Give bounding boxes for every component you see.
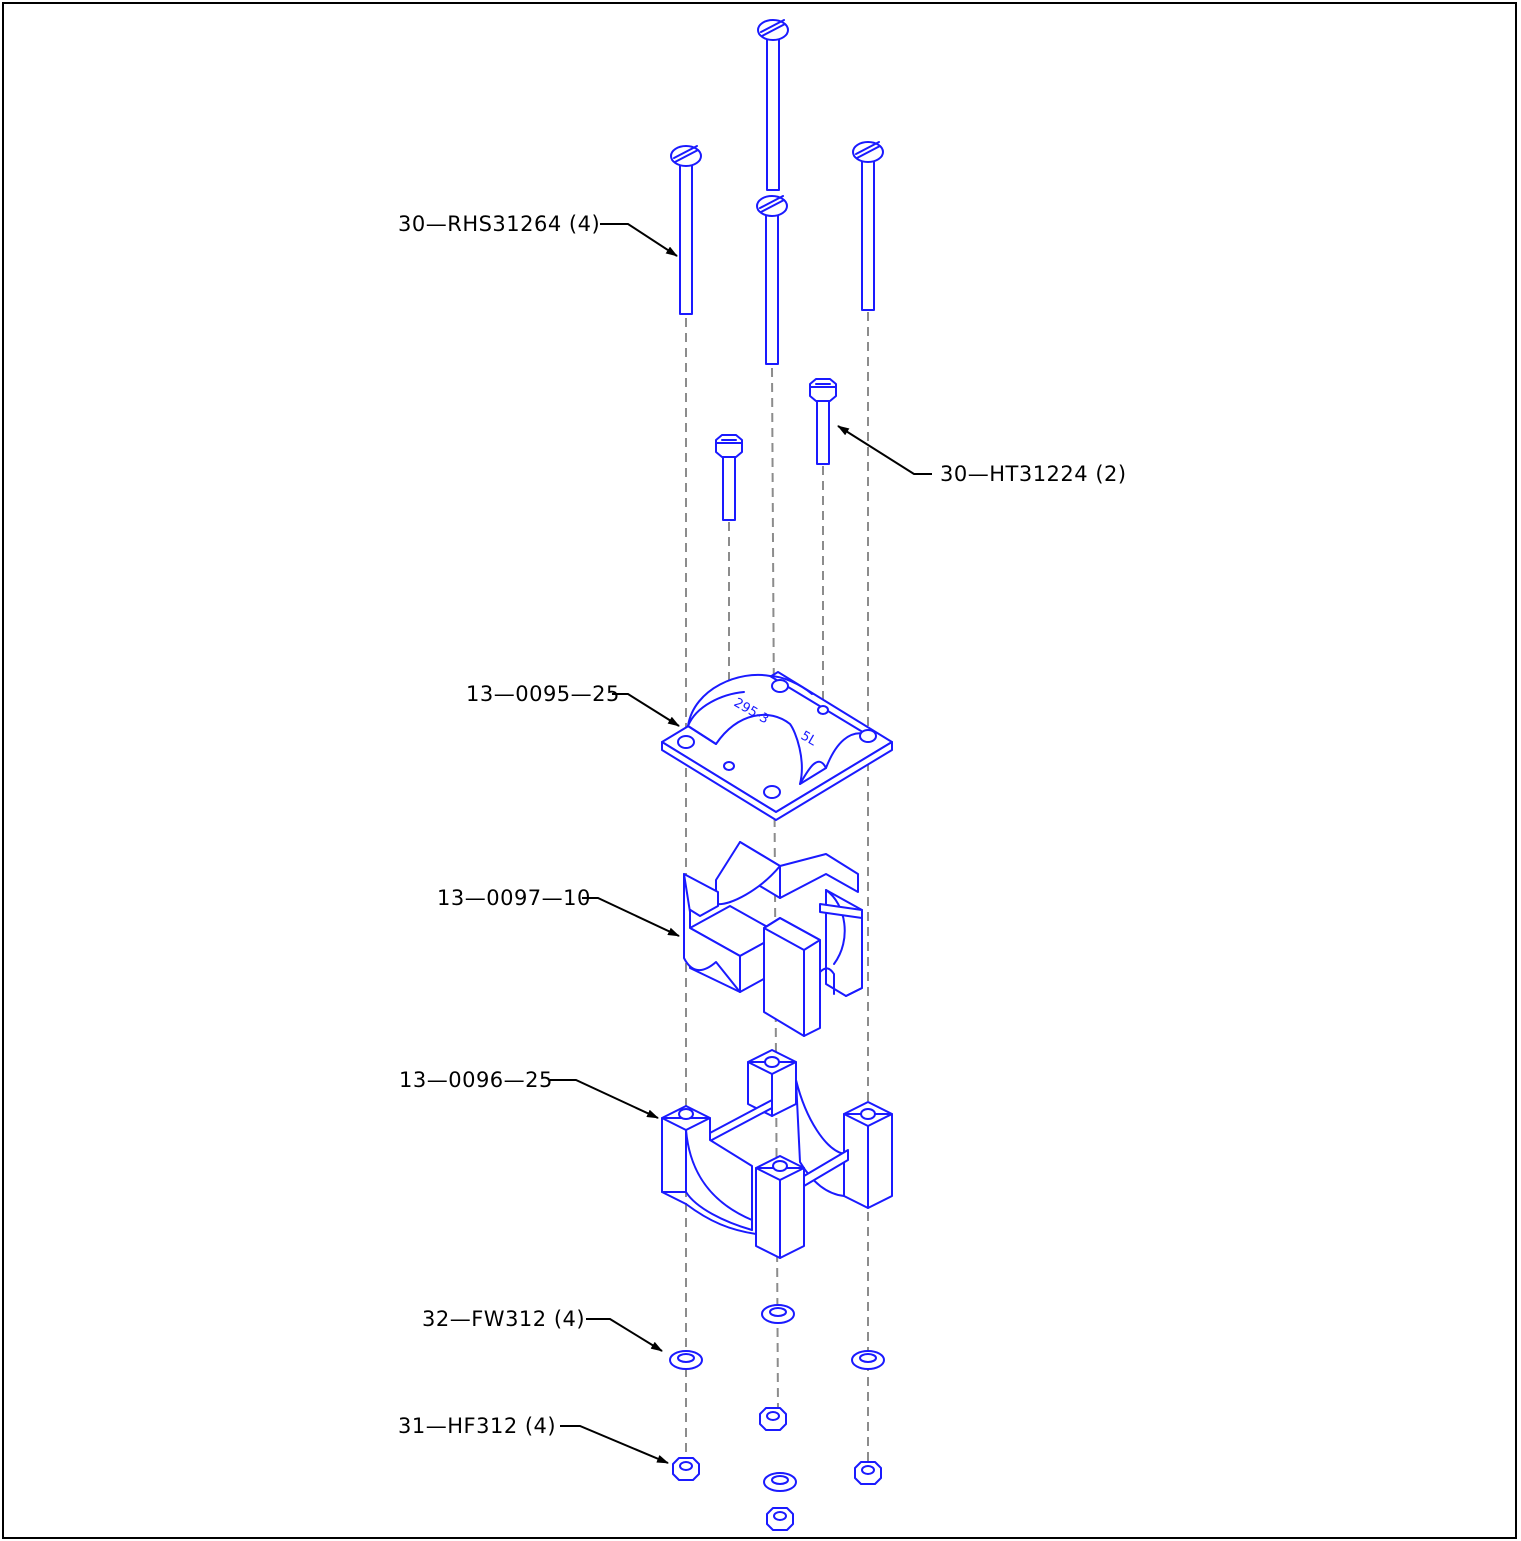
long-screw-top-center — [757, 19, 789, 191]
callout-base-block: 13—0096—25 — [399, 1068, 553, 1092]
cap-code-marking: 5L — [798, 728, 820, 749]
callout-long-screws: 30—RHS31264 (4) — [398, 212, 600, 236]
long-screw-right — [852, 141, 884, 311]
callout-leaders — [550, 223, 932, 1464]
long-screw-mid-center — [756, 195, 788, 365]
hex-nut-center-upper — [759, 1407, 787, 1431]
base-block-part — [661, 1049, 893, 1259]
washer-left — [669, 1350, 703, 1370]
hex-nut-right — [854, 1461, 882, 1485]
callout-hex-nuts: 31—HF312 (4) — [398, 1414, 556, 1438]
callout-flat-washers: 32—FW312 (4) — [422, 1307, 585, 1331]
callout-top-cap: 13—0095—25 — [466, 682, 620, 706]
hex-nut-center-lower — [766, 1507, 794, 1531]
callout-insert: 13—0097—10 — [437, 886, 591, 910]
callout-hex-bolts: 30—HT31224 (2) — [940, 462, 1127, 486]
insert-part — [683, 841, 863, 1037]
hex-bolt-left — [715, 434, 743, 521]
long-screw-left — [670, 145, 702, 315]
washer-center-upper — [761, 1304, 795, 1324]
hex-nut-left — [672, 1457, 700, 1481]
hex-bolt-right — [809, 378, 837, 465]
top-cap-part: 295-3 5L — [661, 671, 893, 821]
washer-center-lower — [763, 1472, 797, 1492]
washer-right — [851, 1350, 885, 1370]
